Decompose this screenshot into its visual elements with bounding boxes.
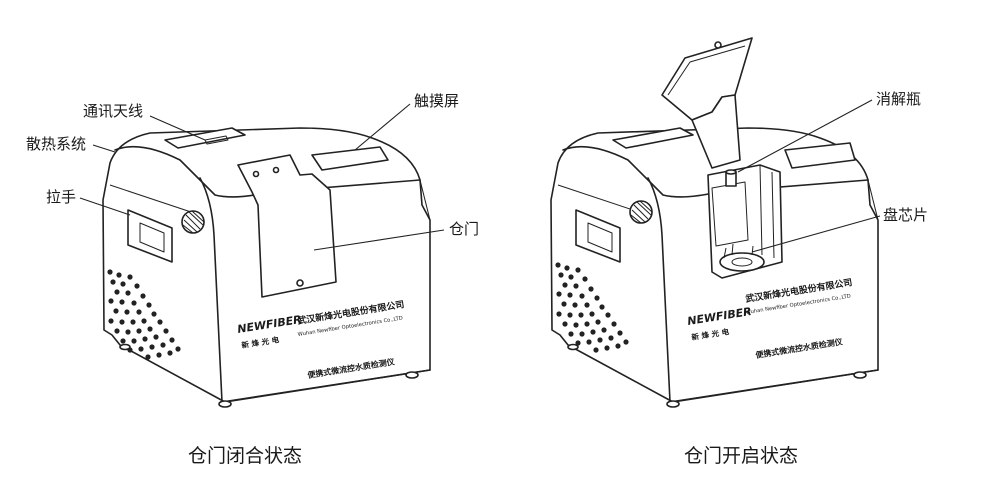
label-door: 仓门 xyxy=(449,220,479,238)
label-antenna: 通讯天线 xyxy=(83,102,143,120)
device-closed: NEWFIBER 新 烽 光 电 武汉新烽光电股份有限公司 Wuhan Newf… xyxy=(26,92,479,408)
label-handle: 拉手 xyxy=(46,188,76,206)
label-digestion-bottle: 消解瓶 xyxy=(876,90,921,108)
label-touchscreen: 触摸屏 xyxy=(414,92,459,110)
device-open: NEWFIBER 新 烽 光 电 武汉新烽光电股份有限公司 Wuhan Newf… xyxy=(550,37,928,408)
label-cooling: 散热系统 xyxy=(26,135,86,153)
label-disc-chip: 盘芯片 xyxy=(883,206,928,224)
caption-closed: 仓门闭合状态 xyxy=(188,445,302,467)
caption-open: 仓门开启状态 xyxy=(684,445,798,467)
